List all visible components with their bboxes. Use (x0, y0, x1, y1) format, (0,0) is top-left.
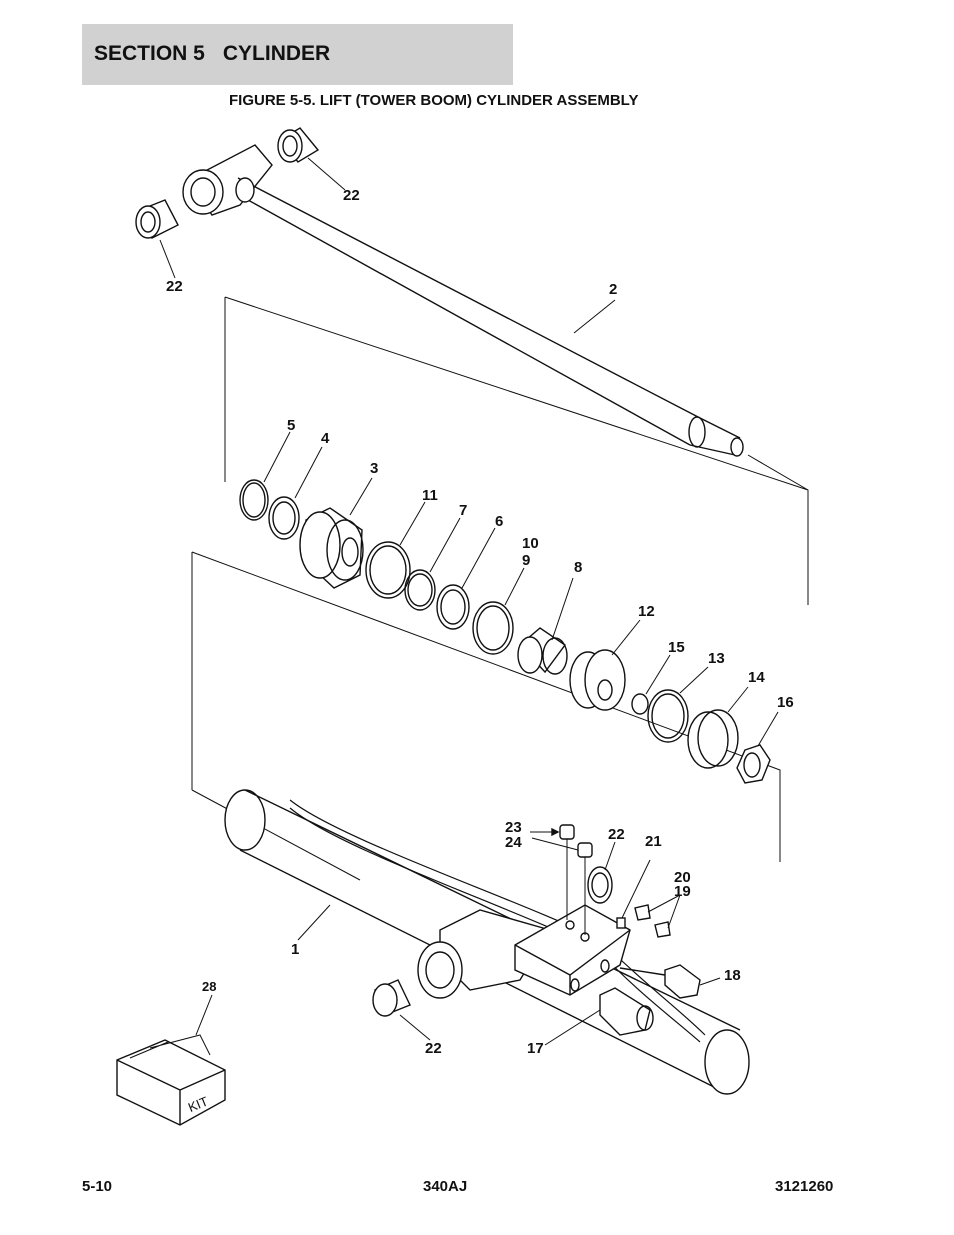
wear-ring-14 (687, 686, 749, 769)
seal-6 (436, 527, 496, 630)
bushing-top-left (135, 199, 179, 279)
rod-end-shoulder (688, 416, 706, 448)
plugs-19-20 (634, 894, 681, 938)
wiper-5 (239, 431, 291, 521)
callout-6: 6 (495, 513, 503, 530)
phantom-line-lower (191, 551, 781, 881)
phantom-line-upper (224, 296, 809, 605)
callout-23: 23 (505, 819, 522, 836)
callout-13: 13 (708, 650, 725, 667)
seal-13 (647, 666, 709, 743)
figure-title: FIGURE 5-5. LIFT (TOWER BOOM) CYLINDER A… (229, 92, 639, 109)
rod-shaft (237, 177, 701, 446)
callout-12: 12 (638, 603, 655, 620)
piston-12 (569, 619, 641, 711)
callout-22: 22 (608, 826, 625, 843)
footer-doc-number: 3121260 (775, 1178, 834, 1195)
callout-1: 1 (291, 941, 299, 958)
rod-assembly (182, 144, 744, 457)
callout-18: 18 (724, 967, 741, 984)
callout-4: 4 (321, 430, 330, 447)
section-header: SECTION 5 CYLINDER (82, 24, 513, 85)
bushing-lower-22b (372, 979, 431, 1041)
callout-20: 20 (674, 869, 691, 886)
bushing-lower-22a (591, 841, 616, 898)
callout-14: 14 (748, 669, 765, 686)
section-title: CYLINDER (222, 42, 331, 65)
fitting-21 (616, 859, 651, 929)
head-3 (299, 477, 373, 589)
oring-15 (631, 654, 671, 715)
callout-15: 15 (668, 639, 685, 656)
seal-4 (268, 446, 323, 540)
callout-19: 19 (674, 883, 691, 900)
callout-17: 17 (527, 1040, 544, 1057)
leader-2 (573, 299, 616, 334)
callout-2: 2 (609, 281, 617, 298)
bushing-top-right (277, 127, 346, 191)
callout-5: 5 (287, 417, 295, 434)
valve-17 (544, 987, 654, 1046)
oring-11 (365, 501, 426, 599)
callout-16: 16 (777, 694, 794, 711)
kit-box-28: KIT (116, 994, 226, 1126)
barrel-assembly (224, 789, 750, 1095)
plug-23-24 (530, 824, 593, 935)
callout-10: 10 (522, 535, 539, 552)
valve-18 (619, 964, 721, 999)
callout-11: 11 (422, 487, 438, 504)
callout-24: 24 (505, 834, 522, 851)
spacer-8 (517, 577, 574, 675)
section-number: SECTION 5 (94, 42, 205, 65)
kit-label: KIT (186, 1093, 210, 1115)
callout-22: 22 (343, 187, 360, 204)
callout-8: 8 (574, 559, 582, 576)
callout-3: 3 (370, 460, 378, 477)
callout-7: 7 (459, 502, 467, 519)
nut-16 (736, 711, 779, 784)
callout-9: 9 (522, 552, 530, 569)
rod-eye-bore (182, 169, 224, 215)
callout-labels: 22 22 2 5 4 3 11 7 6 10 9 8 12 15 13 14 … (166, 187, 794, 1057)
callout-28: 28 (202, 979, 216, 994)
ring-9-10 (472, 567, 525, 655)
callout-22: 22 (166, 278, 183, 295)
callout-22: 22 (425, 1040, 442, 1057)
callout-21: 21 (645, 833, 662, 850)
footer-model: 340AJ (423, 1178, 468, 1195)
ring-7 (404, 517, 461, 611)
footer-page-number: 5-10 (82, 1178, 113, 1195)
